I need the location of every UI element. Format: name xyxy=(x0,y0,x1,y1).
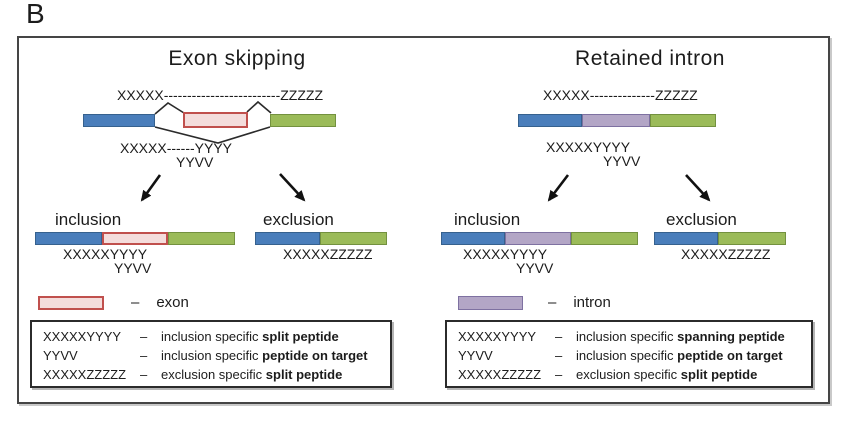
exon-skipping-alternative-exon-box xyxy=(183,112,248,128)
exon-swatch xyxy=(38,295,104,310)
legend-row: XXXXXYYYY – inclusion specific spanning … xyxy=(458,327,803,346)
legend-row: XXXXXZZZZZ – exclusion specific split pe… xyxy=(458,365,803,384)
legend-key: YYVV xyxy=(43,348,78,363)
legend-row: YYVV – inclusion specific peptide on tar… xyxy=(458,346,803,365)
legend-dash: – xyxy=(140,367,148,382)
exon-skipping-junction-peptide-line1: XXXXX------YYYY xyxy=(120,140,233,156)
retained-intron-title: Retained intron xyxy=(575,47,725,70)
exon-skipping-inclusion-peptide2: YYVV xyxy=(114,260,152,276)
legend-key: XXXXXZZZZZ xyxy=(43,367,127,382)
legend-row: XXXXXZZZZZ – exclusion specific split pe… xyxy=(43,365,382,384)
retained-intron-exclusion-isoform-bar xyxy=(654,232,786,245)
retained-intron-legend-box: XXXXXYYYY – inclusion specific spanning … xyxy=(445,320,813,388)
exon-skipping-junction-peptide-line2: YYVV xyxy=(176,154,214,170)
exclusion-exon2-segment xyxy=(320,232,387,245)
exclusion-exon2-segment xyxy=(718,232,786,245)
exon-legend-dash: – xyxy=(131,294,140,311)
exon-skipping-exclusion-peptide: XXXXXZZZZZ xyxy=(283,246,373,262)
inclusion-alternative-exon-segment xyxy=(102,232,168,245)
exon-skipping-inclusion-isoform-bar xyxy=(35,232,235,245)
intron-legend-dash: – xyxy=(548,294,557,311)
premrna-exon1-segment xyxy=(518,114,582,127)
retained-intron-junction-peptide-line2: YYVV xyxy=(603,153,641,169)
retained-intron-exclusion-peptide: XXXXXZZZZZ xyxy=(681,246,771,262)
exon-skipping-inclusion-label: inclusion xyxy=(55,210,122,229)
legend-desc: inclusion specific peptide on target xyxy=(161,348,368,363)
exclusion-exon1-segment xyxy=(654,232,718,245)
inclusion-exon1-segment xyxy=(35,232,102,245)
premrna-intron-segment xyxy=(582,114,650,127)
exon-skipping-inclusion-peptide1: XXXXXYYYY xyxy=(63,246,148,262)
legend-key: XXXXXZZZZZ xyxy=(458,367,542,382)
retained-intron-junction-peptide-line1: XXXXXYYYY xyxy=(546,139,631,155)
legend-dash: – xyxy=(555,348,563,363)
legend-dash: – xyxy=(140,348,148,363)
exon-skipping-legend-box: XXXXXYYYY – inclusion specific split pep… xyxy=(30,320,392,388)
intron-feature-legend: – intron xyxy=(458,294,611,311)
retained-intron-inclusion-isoform-bar xyxy=(441,232,638,245)
inclusion-exon2-segment xyxy=(571,232,638,245)
exon-skipping-premrna-exon2-bar xyxy=(270,114,336,127)
legend-dash: – xyxy=(555,367,563,382)
premrna-exon2-segment xyxy=(650,114,716,127)
legend-key: XXXXXYYYY xyxy=(43,329,122,344)
exon-skipping-exclusion-isoform-bar xyxy=(255,232,387,245)
intron-legend-label: intron xyxy=(573,294,611,311)
legend-key: YYVV xyxy=(458,348,493,363)
legend-dash: – xyxy=(555,329,563,344)
retained-intron-inclusion-peptide2: YYVV xyxy=(516,260,554,276)
retained-intron-pre-mrna-sequence: XXXXX--------------ZZZZZ xyxy=(543,87,698,103)
exclusion-exon1-segment xyxy=(255,232,320,245)
legend-desc: exclusion specific split peptide xyxy=(576,367,758,382)
inclusion-exon2-segment xyxy=(168,232,235,245)
exon-skipping-title: Exon skipping xyxy=(168,47,306,70)
legend-dash: – xyxy=(140,329,148,344)
legend-row: XXXXXYYYY – inclusion specific split pep… xyxy=(43,327,382,346)
exon-skipping-premrna-exon1-bar xyxy=(83,114,155,127)
legend-desc: exclusion specific split peptide xyxy=(161,367,343,382)
legend-key: XXXXXYYYY xyxy=(458,329,537,344)
exon-skipping-exclusion-label: exclusion xyxy=(263,210,334,229)
exon-feature-legend: – exon xyxy=(38,294,189,311)
legend-desc: inclusion specific peptide on target xyxy=(576,348,783,363)
inclusion-intron-segment xyxy=(505,232,571,245)
retained-intron-exclusion-label: exclusion xyxy=(666,210,737,229)
intron-swatch xyxy=(458,295,523,310)
legend-desc: inclusion specific split peptide xyxy=(161,329,339,344)
retained-intron-inclusion-peptide1: XXXXXYYYY xyxy=(463,246,548,262)
exon-legend-label: exon xyxy=(156,294,189,311)
legend-row: YYVV – inclusion specific peptide on tar… xyxy=(43,346,382,365)
retained-intron-inclusion-label: inclusion xyxy=(454,210,521,229)
inclusion-exon1-segment xyxy=(441,232,505,245)
retained-intron-premrna-bar xyxy=(518,114,716,127)
legend-desc: inclusion specific spanning peptide xyxy=(576,329,785,344)
figure-label: B xyxy=(26,0,45,29)
exon-skipping-pre-mrna-sequence: XXXXX-------------------------ZZZZZ xyxy=(117,87,324,103)
